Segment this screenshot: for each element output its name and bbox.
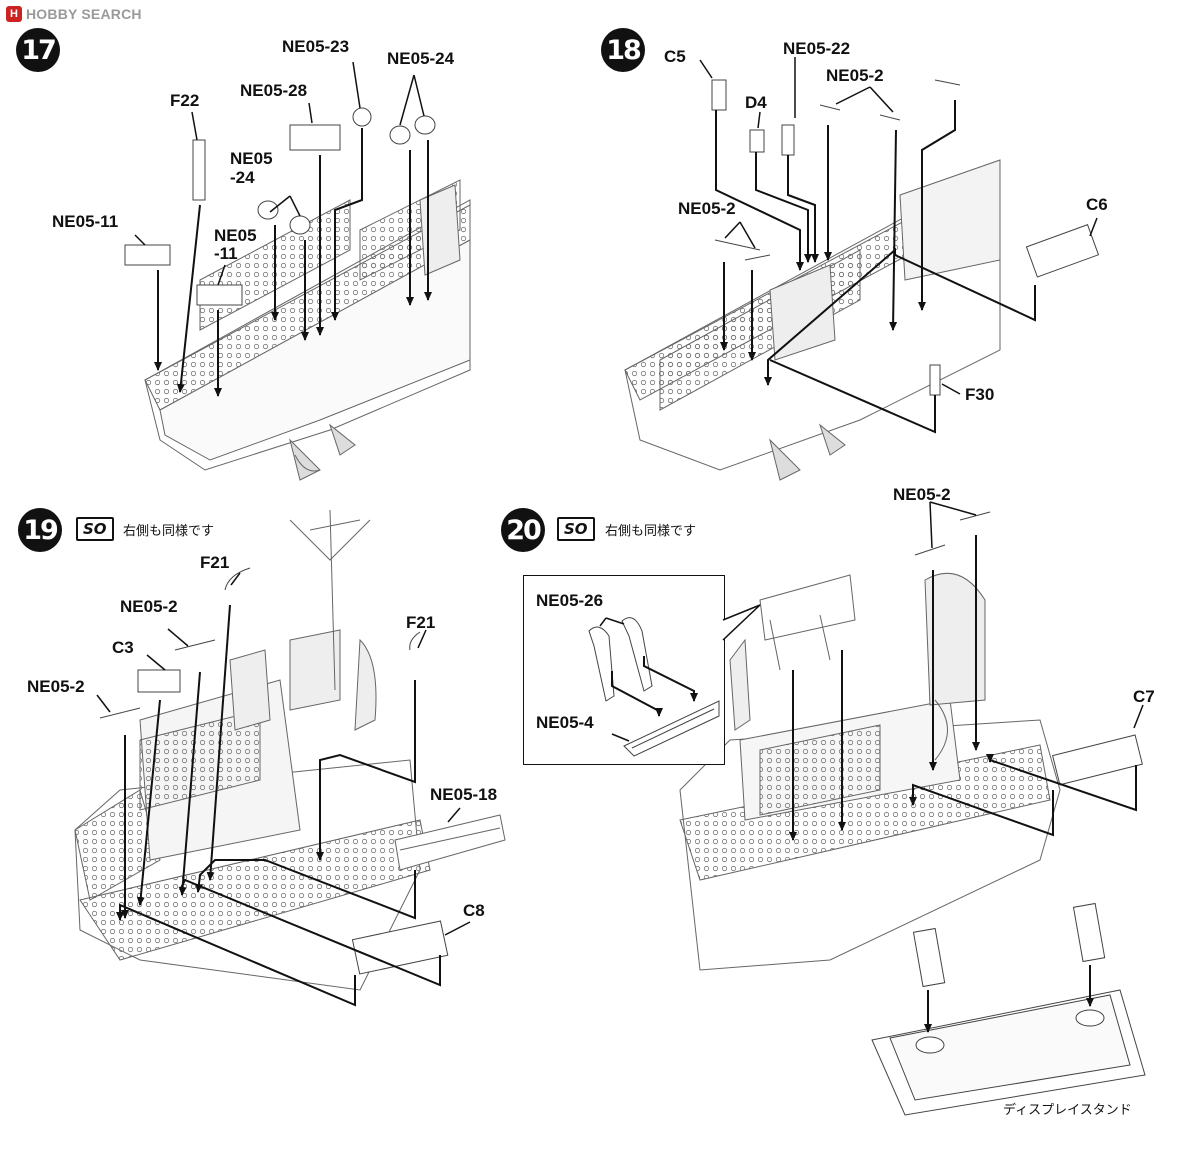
step-20-inset: NE05-26 NE05-4 [523,575,725,765]
label-ne05-28: NE05-28 [240,81,308,100]
label-ne05-2-lower: NE05-2 [27,677,85,696]
part-f22 [192,139,206,201]
part-f21-a [224,567,251,591]
label-c5: C5 [664,47,686,66]
label-f30: F30 [965,385,995,404]
part-ne05-4 [623,700,720,757]
part-ne05-26-b [621,617,653,692]
step-badge-20: 20 [501,508,545,552]
part-ne05-24-b [289,215,311,235]
step-20-ship [679,572,1061,971]
part-ne05-2-c [174,639,216,651]
part-ne05-22 [781,124,795,156]
label-ne05-11-line2: -11 [214,244,238,263]
part-c7 [1052,734,1143,786]
part-ne05-24-c [389,125,411,145]
label-f22: F22 [170,91,200,110]
part-ne05-2-c [819,104,841,111]
display-stand-label: ディスプレイスタンド [1003,1103,1132,1118]
note-step-19: 右側も同様です [123,524,215,539]
part-f30 [929,364,941,396]
so-badge-19: SO [76,517,114,541]
label-ne05-2-upper: NE05-2 [120,597,178,616]
label-ne05-23: NE05-23 [282,37,350,56]
label-f21-right: F21 [406,613,436,632]
watermark-logo-icon: H [6,6,22,22]
label-ne05-24-top: NE05-24 [387,49,455,68]
part-ne05-23 [352,107,372,127]
label-d4: D4 [745,93,767,112]
step-19-arrows [96,572,471,1007]
part-ne05-2-b [744,254,771,261]
stand-post-a [915,1036,945,1054]
part-ne05-2-d [99,707,141,719]
part-d4 [749,129,765,153]
watermark: H HOBBY SEARCH [6,4,142,24]
step-20-parts [914,511,1143,786]
step-19-ship [74,509,506,991]
part-ne05-2-e [934,79,961,86]
label-ne05-26: NE05-26 [536,591,604,610]
stand-post-b [1075,1009,1105,1027]
step-18-ship [624,159,1001,481]
part-c5 [711,79,727,111]
part-ne05-11-b [196,284,243,306]
step-19-parts [99,567,449,975]
stand-holder-b [1072,902,1106,963]
label-c3: C3 [112,638,134,657]
part-ne05-28 [289,124,341,151]
part-f21-b [409,631,421,651]
part-ne05-2-a [714,239,761,251]
part-ne05-2-f [959,511,991,521]
label-ne05-2-top: NE05-2 [826,66,884,85]
step-17-parts [124,107,436,306]
step-18-parts [711,79,1100,396]
label-ne05-2-step20: NE05-2 [893,485,951,504]
part-ne05-11-a [124,244,171,266]
label-ne05-2-left: NE05-2 [678,199,736,218]
label-c6: C6 [1086,195,1108,214]
label-ne05-24-line1: NE05 [230,149,273,168]
label-c7: C7 [1133,687,1155,706]
step-20-arrows [789,501,1144,841]
part-c3 [137,669,181,693]
part-ne05-26-a [588,626,615,702]
part-ne05-2-d [879,114,901,121]
step-17-arrows [134,61,432,397]
label-f21-left: F21 [200,553,230,572]
label-ne05-11-left: NE05-11 [52,212,119,231]
part-c8 [351,920,449,975]
label-ne05-22: NE05-22 [783,39,851,58]
part-c6 [1025,224,1100,278]
part-ne05-18 [394,814,506,871]
watermark-text: HOBBY SEARCH [26,6,142,22]
stand-holder-a [912,927,946,988]
step-badge-17: 17 [16,28,60,72]
part-ne05-24-d [414,115,436,135]
label-ne05-4: NE05-4 [536,713,594,732]
label-ne05-24-line2: -24 [230,168,255,187]
display-stand [871,902,1146,1116]
step-18-arrows [699,57,1098,434]
display-stand-arrows [924,965,1094,1033]
label-ne05-11-line1: NE05 [214,226,257,245]
label-ne05-18: NE05-18 [430,785,498,804]
part-ne05-24-a [257,200,279,220]
note-step-20: 右側も同様です [605,524,697,539]
inset-drawing [588,617,720,757]
part-ne05-2-e [914,544,946,556]
label-c8: C8 [463,901,485,920]
step-badge-18: 18 [601,28,645,72]
so-badge-20: SO [557,517,595,541]
step-badge-19: 19 [18,508,62,552]
